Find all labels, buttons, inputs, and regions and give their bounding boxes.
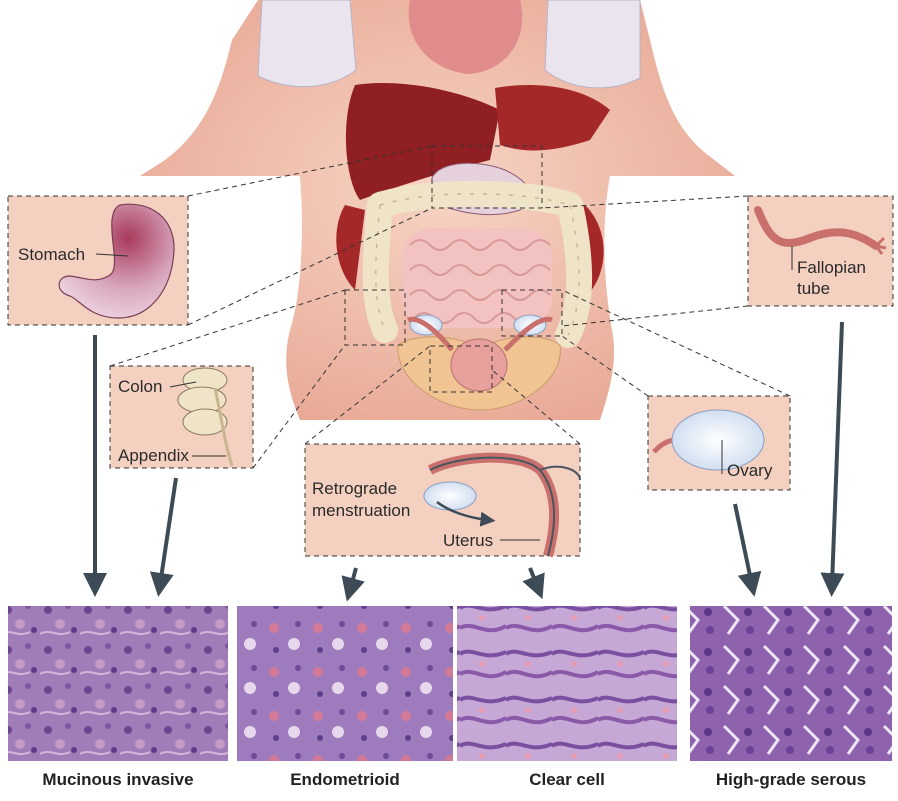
left-lung xyxy=(258,0,356,87)
torso-illustration xyxy=(140,0,735,420)
label-retrograde-2: menstruation xyxy=(312,501,410,520)
arrow-fallopian xyxy=(832,322,842,585)
histology-serous xyxy=(690,606,892,761)
caption-serous: High-grade serous xyxy=(690,770,892,796)
uterus-organ xyxy=(451,339,507,391)
label-colon: Colon xyxy=(118,377,162,396)
arrow-clear-cell xyxy=(530,568,538,588)
caption-clear-cell: Clear cell xyxy=(457,770,677,796)
inset-retrograde: Retrograde menstruation Uterus xyxy=(305,444,580,556)
label-fallopian-2: tube xyxy=(797,279,830,298)
right-lung xyxy=(545,0,640,88)
arrow-endometrioid xyxy=(350,568,356,590)
label-appendix: Appendix xyxy=(118,446,189,465)
histology-endometrioid xyxy=(237,606,453,761)
label-fallopian-1: Fallopian xyxy=(797,258,866,277)
inset-colon: Colon Appendix xyxy=(110,366,253,468)
arrow-ovary xyxy=(735,504,752,585)
label-ovary: Ovary xyxy=(727,461,773,480)
inset-ovary: Ovary xyxy=(648,396,790,490)
inset-fallopian: Fallopian tube xyxy=(748,196,893,306)
histology-mucinous xyxy=(8,606,228,761)
inset-stomach: Stomach xyxy=(8,196,188,325)
histology-clear-cell xyxy=(457,606,677,761)
arrow-appendix xyxy=(160,478,176,585)
label-uterus: Uterus xyxy=(443,531,493,550)
label-retrograde-1: Retrograde xyxy=(312,479,397,498)
ovary-small xyxy=(424,482,476,510)
histology-panels xyxy=(8,606,892,761)
label-stomach: Stomach xyxy=(18,245,85,264)
caption-endometrioid: Endometrioid xyxy=(237,770,453,796)
caption-mucinous: Mucinous invasive xyxy=(8,770,228,796)
